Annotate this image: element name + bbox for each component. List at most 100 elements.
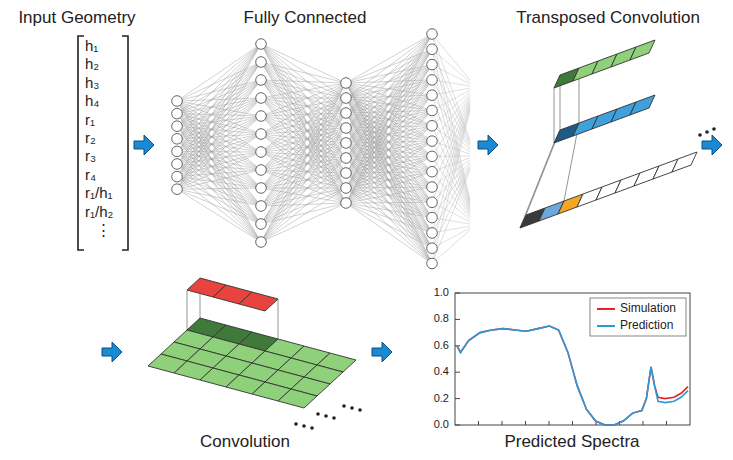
network-link	[261, 98, 346, 242]
vector-bracket	[78, 36, 84, 250]
network-link	[177, 80, 261, 151]
network-link	[261, 98, 346, 113]
network-link	[261, 113, 346, 170]
neuron	[427, 121, 438, 132]
network-link	[346, 188, 432, 218]
network-link	[432, 88, 470, 95]
network-link	[261, 83, 346, 188]
network-link	[177, 98, 261, 164]
continuation-dot	[302, 424, 306, 428]
network-link	[346, 141, 432, 203]
legend-text: Prediction	[620, 319, 673, 333]
network-link	[346, 98, 432, 264]
network-link	[346, 49, 432, 203]
vector-entry: ⋮	[96, 221, 111, 238]
network-link	[432, 65, 470, 84]
axis-tick-label: 0.0	[434, 418, 449, 431]
neuron	[427, 59, 438, 70]
network-link	[261, 83, 346, 170]
network-link	[177, 62, 261, 177]
neuron	[256, 93, 267, 104]
network-link	[177, 62, 261, 139]
axis-tick	[455, 425, 460, 426]
neuron	[427, 75, 438, 86]
network-link	[261, 143, 346, 188]
network-link	[261, 128, 346, 224]
network-link	[346, 34, 432, 173]
network-link	[346, 111, 432, 204]
network-link	[177, 44, 261, 177]
network-link	[177, 62, 261, 101]
network-link	[346, 203, 432, 248]
network-link	[177, 80, 261, 164]
neuron	[172, 184, 183, 195]
network-link	[261, 188, 346, 203]
network-link	[261, 44, 346, 203]
network-link	[261, 203, 346, 242]
plot-frame	[455, 293, 690, 425]
axis-tick	[455, 293, 460, 294]
network-link	[346, 128, 432, 187]
neuron	[172, 171, 183, 182]
flow-arrow	[102, 342, 122, 362]
legend-sample	[597, 308, 615, 310]
axis-tick	[572, 421, 573, 425]
network-link	[261, 143, 346, 206]
vector-bracket	[122, 36, 128, 250]
network-link	[432, 49, 470, 82]
flow-arrow	[134, 135, 154, 155]
network-link	[261, 113, 346, 188]
legend-sample	[597, 325, 615, 327]
neuron	[172, 108, 183, 119]
network-link	[177, 188, 261, 189]
network-link	[346, 83, 432, 248]
neuron	[256, 111, 267, 122]
continuation-dot	[698, 133, 702, 137]
network-link	[261, 173, 346, 242]
network-link	[432, 65, 470, 144]
network-link	[261, 98, 346, 224]
network-link	[261, 128, 346, 170]
vector-entry: r₃	[85, 147, 96, 164]
network-link	[177, 189, 261, 242]
neuron	[256, 219, 267, 230]
neuron	[172, 146, 183, 157]
axis-tick	[549, 421, 550, 425]
neuron	[341, 123, 352, 134]
network-link	[177, 62, 261, 151]
network-link	[261, 98, 346, 152]
network-link	[432, 166, 470, 233]
continuation-dot	[358, 408, 362, 412]
neuron	[172, 96, 183, 107]
network-link	[432, 80, 470, 86]
vector-entry: r₁	[85, 111, 95, 128]
output-cell	[672, 152, 697, 172]
network-link	[346, 80, 432, 203]
network-link	[261, 62, 346, 128]
network-link	[261, 44, 346, 188]
network-link	[261, 62, 346, 98]
neuron	[341, 198, 352, 209]
neuron	[427, 258, 438, 269]
legend-box	[590, 298, 686, 336]
network-link	[261, 158, 346, 206]
vector-entry: h₃	[85, 74, 99, 91]
network-link	[177, 170, 261, 189]
neuron	[172, 121, 183, 132]
axis-tick	[643, 421, 644, 425]
network-link	[346, 156, 432, 203]
network-link	[432, 202, 470, 222]
projection-line	[278, 299, 279, 339]
continuation-dot	[294, 422, 298, 426]
neuron	[427, 166, 438, 177]
network-link	[261, 80, 346, 173]
neuron	[427, 136, 438, 147]
axis-tick-label: 0.8	[434, 312, 449, 325]
neuron	[427, 228, 438, 239]
stage-title: Input Geometry	[18, 8, 135, 28]
network-link	[432, 228, 470, 248]
neuron	[341, 183, 352, 194]
network-link	[261, 44, 346, 98]
network-link	[346, 203, 432, 264]
network-link	[261, 62, 346, 143]
